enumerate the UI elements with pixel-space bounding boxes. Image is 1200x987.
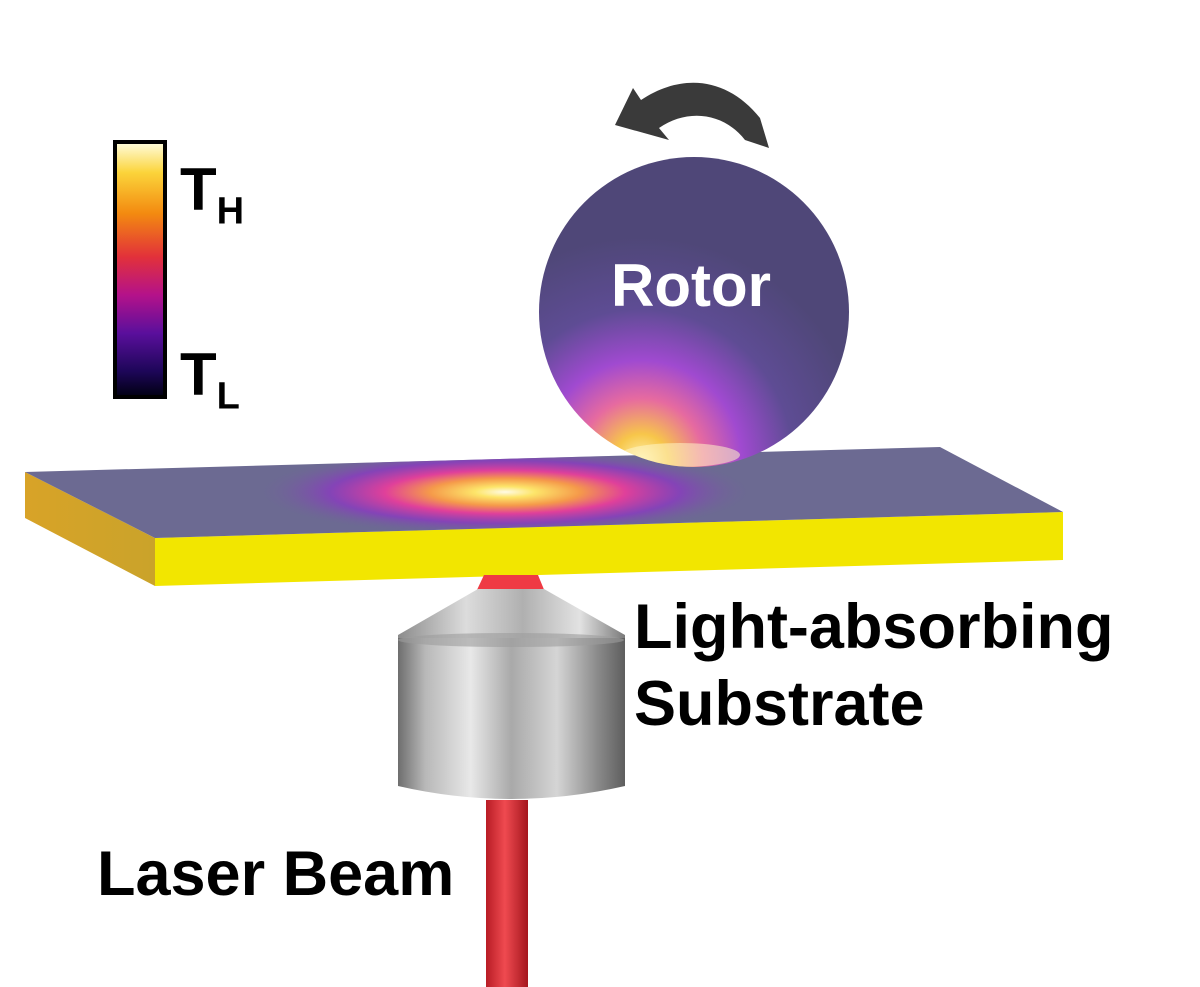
colorbar-high-label: TH [180, 160, 245, 233]
high-temp-symbol: T [180, 156, 217, 223]
substrate-front-face [155, 512, 1063, 586]
substrate-hot-spot [255, 447, 755, 537]
low-temp-subscript: L [216, 375, 240, 418]
laser-beam [486, 800, 528, 987]
temperature-colorbar [113, 140, 167, 399]
substrate-label-line1: Light-absorbing [634, 592, 1114, 662]
colorbar-low-label: TL [180, 345, 240, 418]
rotation-arrow-icon [615, 82, 769, 148]
substrate-label-line2: Substrate [634, 669, 925, 739]
high-temp-subscript: H [216, 190, 245, 233]
rotor-label: Rotor [611, 252, 771, 319]
low-temp-symbol: T [180, 341, 217, 408]
laser-beam-label: Laser Beam [97, 839, 455, 909]
objective-lens-cone [398, 589, 625, 648]
laser-focus-spot [476, 575, 545, 592]
substrate-side-face [25, 472, 155, 586]
rotor-sphere [539, 157, 849, 467]
objective-lens-body [398, 638, 625, 799]
